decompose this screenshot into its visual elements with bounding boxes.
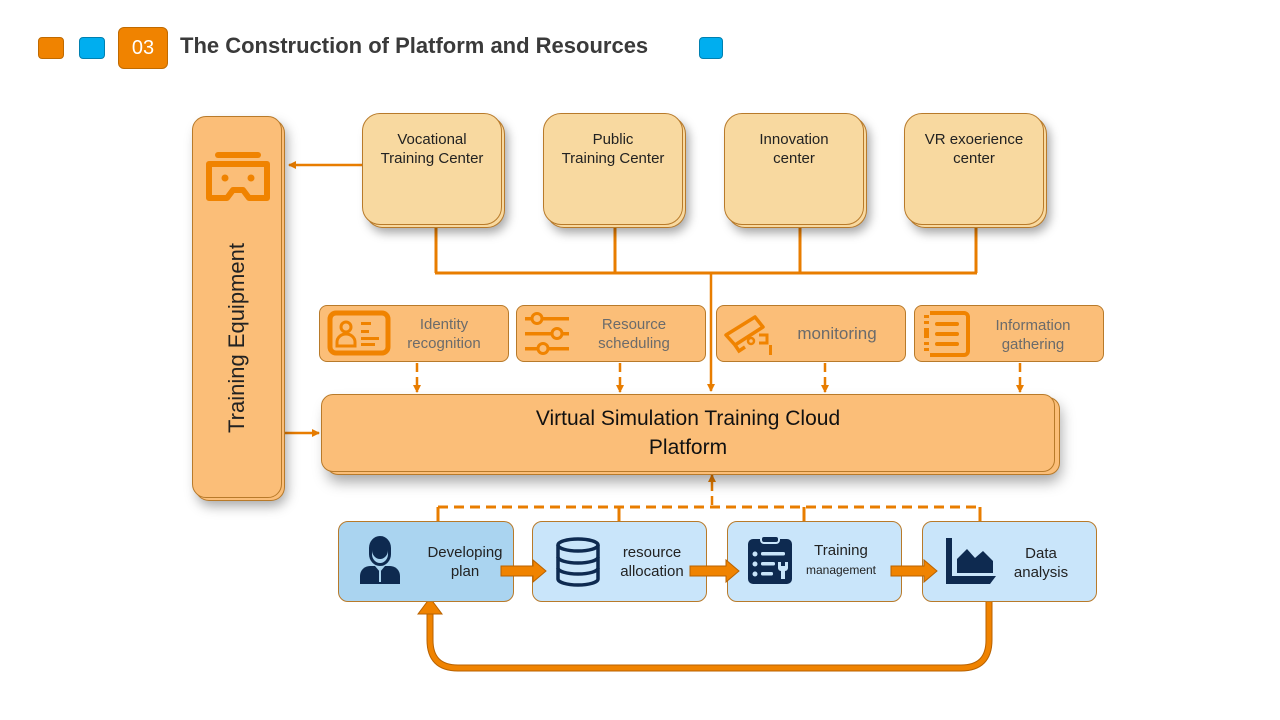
person-icon [360,536,400,584]
process-line2: management [805,563,877,577]
area-chart-icon [946,538,996,584]
center-line1: Vocational [397,131,467,148]
header-blue-square [79,37,105,59]
process-label-resource-allocation: resource allocation [600,543,704,581]
training-equipment-label: Training Equipment [224,243,249,433]
function-line2: recognition [407,335,481,352]
process-line1: Training [814,542,868,559]
center-line2: center [953,150,995,167]
database-icon [556,537,600,587]
page-title: The Construction of Platform and Resourc… [180,33,649,58]
center-line1: VR exoerience [924,131,1024,148]
center-box-vr-experience: VR exoerience center [904,113,1044,225]
process-line2: plan [450,563,480,580]
center-line2: Training Center [561,150,665,167]
function-line2: scheduling [598,335,670,352]
loop-back-arrow [426,602,993,672]
function-label-information: Information gathering [972,316,1094,354]
list-icon [924,311,970,357]
process-line2: allocation [620,563,684,580]
process-line1: Data [1025,545,1057,562]
center-line1: Innovation [759,131,829,148]
cloud-platform-box: Virtual Simulation Training Cloud Platfo… [321,394,1055,472]
process-box-developing-plan [338,521,514,602]
process-line1: Developing [427,544,503,561]
function-label-monitoring: monitoring [776,324,898,343]
function-line1: Information [995,317,1071,334]
function-line1: Identity [419,316,469,333]
vr-headset-icon [206,152,270,201]
platform-line2: Platform [648,436,728,459]
sliders-icon [525,312,569,355]
center-box-innovation: Innovation center [724,113,864,225]
process-label-developing-plan: Developing plan [404,543,526,581]
header-orange-square [38,37,64,59]
cctv-camera-icon [724,315,772,355]
process-line2: analysis [1013,564,1069,581]
function-line2: gathering [1001,336,1065,353]
center-line1: Public [592,131,634,148]
process-line1: resource [622,544,682,561]
process-label-training-management: Training management [795,541,887,580]
id-card-icon [327,310,391,356]
section-number-badge: 03 [118,27,168,69]
clipboard-tools-icon [748,535,792,584]
function-label-identity: Identity recognition [385,315,503,353]
function-line1: Resource [601,316,667,333]
platform-line1: Virtual Simulation Training Cloud [535,407,841,430]
center-line2: Training Center [380,150,484,167]
process-label-data-analysis: Data analysis [995,544,1087,582]
center-line2: center [773,150,815,167]
header-blue-square-end [699,37,723,59]
function-box-monitoring [716,305,906,362]
function-line1: monitoring [797,324,877,343]
function-label-scheduling: Resource scheduling [575,315,693,353]
